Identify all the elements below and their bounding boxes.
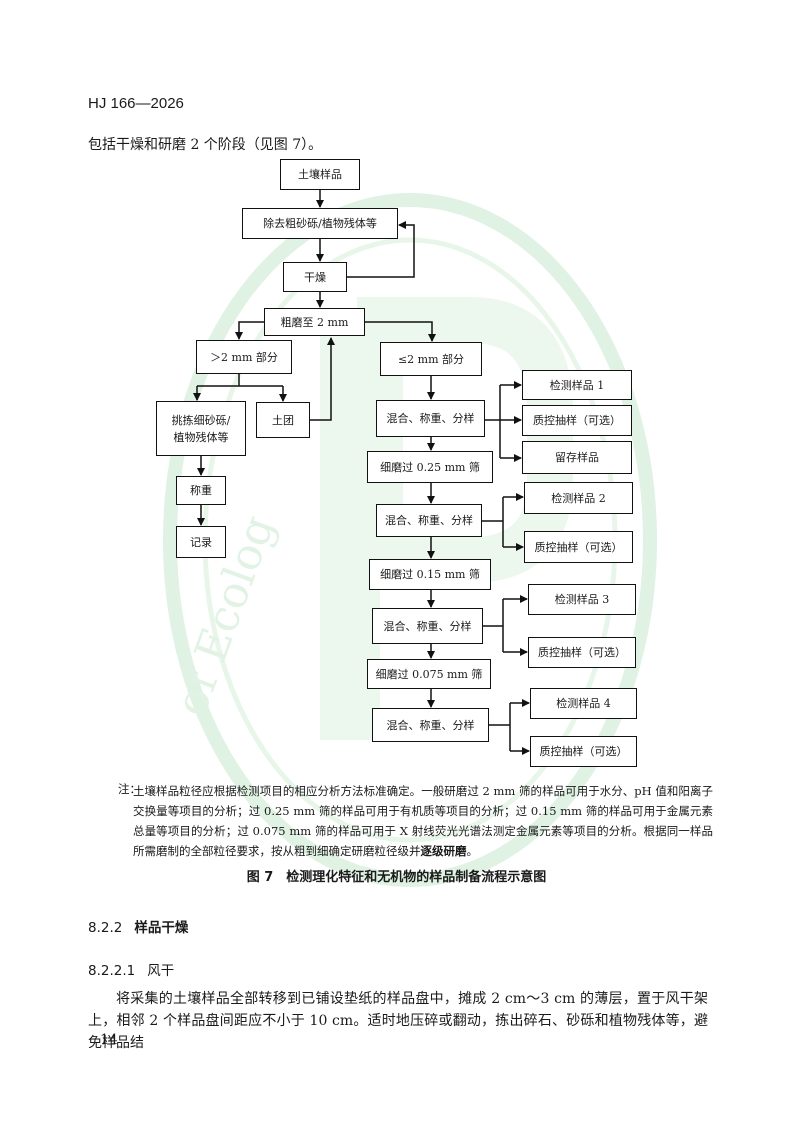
figure-note: 土壤样品粒径应根据检测项目的相应分析方法标准确定。一般研磨过 2 mm 筛的样品… [133, 781, 713, 861]
box-fine-025: 细磨过 0.25 mm 筛 [367, 451, 493, 483]
box-soil-sample: 土壤样品 [280, 159, 360, 190]
box-pick-debris: 挑拣细砂砾/植物残体等 [156, 401, 246, 456]
note-text: 土壤样品粒径应根据检测项目的相应分析方法标准确定。一般研磨过 2 mm 筛的样品… [133, 784, 713, 858]
section-title: 样品干燥 [134, 920, 189, 936]
box-fine-015: 细磨过 0.15 mm 筛 [369, 559, 491, 590]
box-greater-2mm: ＞2 mm 部分 [196, 340, 292, 374]
note-bold-text: 逐级研磨 [420, 844, 467, 858]
figure-caption: 图 7 检测理化特征和无机物的样品制备流程示意图 [246, 870, 547, 885]
box-fine-0075: 细磨过 0.075 mm 筛 [367, 659, 491, 689]
note-label: 注： [118, 782, 141, 796]
box-mix-3: 混合、称重、分样 [372, 608, 483, 644]
page-number: 14 [100, 1032, 118, 1048]
box-qc-2: 质控抽样（可选） [524, 531, 633, 563]
section-title: 风干 [147, 963, 175, 979]
section-heading-8-2-2: 8.2.2 样品干燥 [88, 916, 188, 936]
box-retain-sample: 留存样品 [522, 441, 632, 474]
box-weigh: 称重 [176, 476, 226, 505]
box-record: 记录 [176, 526, 226, 558]
box-clod: 土团 [256, 402, 310, 438]
box-test-sample-3: 检测样品 3 [528, 584, 636, 615]
section-number: 8.2.2.1 [88, 963, 136, 979]
box-qc-1: 质控抽样（可选） [522, 405, 632, 436]
section-heading-8-2-2-1: 8.2.2.1 风干 [88, 959, 174, 979]
body-paragraph: 将采集的土壤样品全部转移到已铺设垫纸的样品盘中，摊成 2 cm～3 cm 的薄层… [88, 991, 708, 1051]
box-le-2mm: ≤2 mm 部分 [380, 342, 482, 376]
intro-paragraph: 包括干燥和研磨 2 个阶段（见图 7）。 [88, 137, 323, 153]
box-coarse-grind: 粗磨至 2 mm [264, 308, 365, 336]
box-remove-debris: 除去粗砂砾/植物残体等 [242, 208, 398, 239]
box-qc-3: 质控抽样（可选） [528, 637, 636, 668]
section-number: 8.2.2 [88, 920, 123, 936]
box-test-sample-2: 检测样品 2 [524, 482, 633, 514]
box-test-sample-4: 检测样品 4 [530, 688, 637, 719]
standard-number: HJ 166—2026 [88, 95, 184, 112]
note-end: 。 [466, 844, 479, 858]
box-test-sample-1: 检测样品 1 [522, 370, 632, 400]
box-mix-1: 混合、称重、分样 [376, 400, 485, 437]
box-dry: 干燥 [283, 262, 347, 292]
box-mix-2: 混合、称重、分样 [376, 504, 482, 537]
box-mix-4: 混合、称重、分样 [372, 708, 489, 742]
box-qc-4: 质控抽样（可选） [530, 736, 637, 767]
